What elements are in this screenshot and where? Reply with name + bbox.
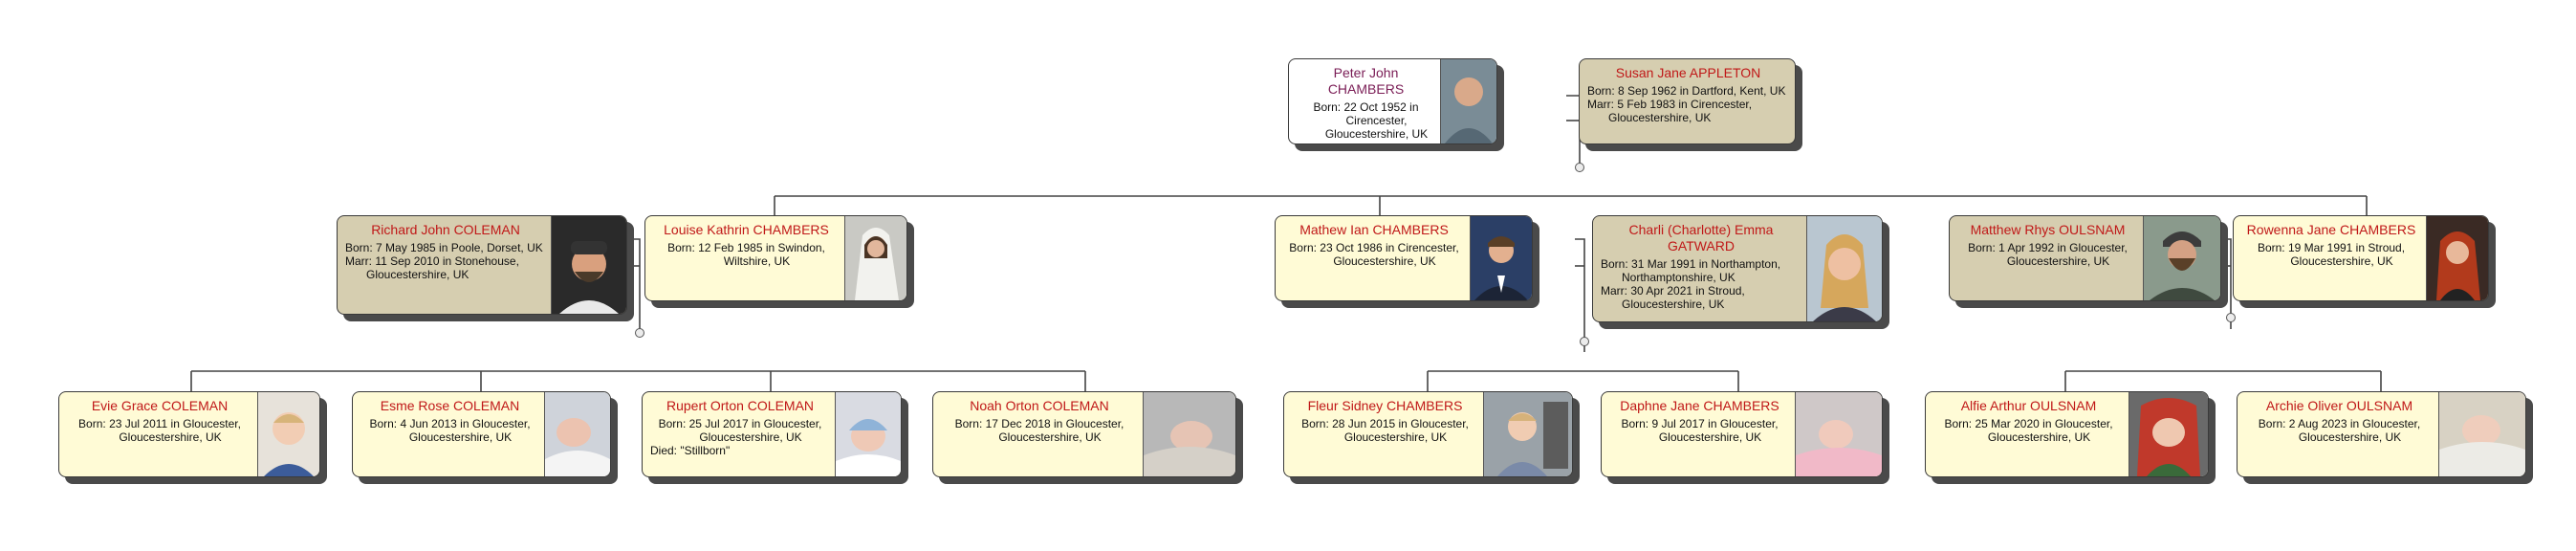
birth-info: Born: 17 Dec 2018 in Gloucester, Glouces…	[954, 417, 1124, 444]
newborn-photo	[544, 392, 610, 476]
birth-info: Born: 9 Jul 2017 in Gloucester, Gloucest…	[1621, 417, 1779, 444]
union-node	[2226, 313, 2236, 322]
birth-info: Born: 2 Aug 2023 in Gloucester, Gloucest…	[2258, 417, 2421, 444]
person-card-louise-kathrin-chambers[interactable]: Louise Kathrin CHAMBERS Born: 12 Feb 198…	[644, 215, 907, 301]
newborn-blanket-photo	[2438, 392, 2525, 476]
person-card-evie-grace-coleman[interactable]: Evie Grace COLEMAN Born: 23 Jul 2011 in …	[58, 391, 320, 477]
person-name: Evie Grace COLEMAN	[91, 398, 229, 413]
person-card-mathew-ian-chambers[interactable]: Mathew Ian CHAMBERS Born: 23 Oct 1986 in…	[1275, 215, 1533, 301]
birth-info: Born: 31 Mar 1991 in Northampton, Northa…	[1601, 257, 1781, 284]
bride-photo	[844, 216, 906, 300]
person-name: Rupert Orton COLEMAN	[666, 398, 815, 413]
man-suit-photo	[1470, 216, 1532, 300]
union-node	[1580, 337, 1589, 346]
person-name: Mathew Ian CHAMBERS	[1299, 222, 1449, 237]
person-name: Peter John CHAMBERS	[1327, 65, 1405, 97]
person-name: Esme Rose COLEMAN	[380, 398, 520, 413]
person-card-matthew-rhys-oulsnam[interactable]: Matthew Rhys OULSNAM Born: 1 Apr 1992 in…	[1949, 215, 2221, 301]
marriage-info: Marr: 30 Apr 2021 in Stroud, Gloucesters…	[1601, 284, 1745, 311]
person-card-archie-oliver-oulsnam[interactable]: Archie Oliver OULSNAM Born: 2 Aug 2023 i…	[2237, 391, 2526, 477]
death-info: Died: "Stillborn"	[650, 444, 731, 457]
person-name: Rowenna Jane CHAMBERS	[2246, 222, 2416, 237]
person-card-susan-jane-appleton[interactable]: Susan Jane APPLETON Born: 8 Sep 1962 in …	[1579, 58, 1796, 144]
person-name: Susan Jane APPLETON	[1615, 65, 1761, 80]
birth-info: Born: 7 May 1985 in Poole, Dorset, UK	[345, 241, 543, 254]
infant-pink-photo	[1795, 392, 1882, 476]
person-card-daphne-jane-chambers[interactable]: Daphne Jane CHAMBERS Born: 9 Jul 2017 in…	[1601, 391, 1883, 477]
birth-info: Born: 8 Sep 1962 in Dartford, Kent, UK	[1587, 84, 1786, 98]
birth-info: Born: 22 Oct 1952 in Cirencester, Glouce…	[1313, 100, 1429, 141]
person-name: Archie Oliver OULSNAM	[2265, 398, 2413, 413]
woman-portrait-photo	[1806, 216, 1882, 321]
person-card-esme-rose-coleman[interactable]: Esme Rose COLEMAN Born: 4 Jun 2013 in Gl…	[352, 391, 611, 477]
birth-info: Born: 19 Mar 1991 in Stroud, Gloucesters…	[2257, 241, 2406, 268]
person-card-alfie-arthur-oulsnam[interactable]: Alfie Arthur OULSNAM Born: 25 Mar 2020 i…	[1925, 391, 2209, 477]
red-hair-woman-photo	[2426, 216, 2488, 300]
person-card-noah-orton-coleman[interactable]: Noah Orton COLEMAN Born: 17 Dec 2018 in …	[932, 391, 1236, 477]
bearded-man-photo	[2143, 216, 2220, 300]
union-node	[1575, 163, 1584, 172]
person-name: Louise Kathrin CHAMBERS	[664, 222, 829, 237]
person-name: Matthew Rhys OULSNAM	[1970, 222, 2126, 237]
person-name: Richard John COLEMAN	[371, 222, 520, 237]
sleeping-baby-photo	[1143, 392, 1235, 476]
marriage-info: Marr: 5 Feb 1983 in Cirencester, Glouces…	[1587, 98, 1753, 124]
man-portrait-photo	[1440, 59, 1496, 143]
birth-info: Born: 23 Jul 2011 in Gloucester, Glouces…	[78, 417, 241, 444]
person-card-richard-john-coleman[interactable]: Richard John COLEMAN Born: 7 May 1985 in…	[337, 215, 627, 315]
person-name: Noah Orton COLEMAN	[970, 398, 1109, 413]
birth-info: Born: 1 Apr 1992 in Gloucester, Gloucest…	[1968, 241, 2128, 268]
person-name: Alfie Arthur OULSNAM	[1960, 398, 2097, 413]
birth-info: Born: 23 Oct 1986 in Cirencester, Glouce…	[1289, 241, 1459, 268]
birth-info: Born: 25 Jul 2017 in Gloucester, Glouces…	[658, 417, 822, 444]
birth-info: Born: 12 Feb 1985 in Swindon, Wiltshire,…	[667, 241, 825, 268]
person-card-peter-john-chambers[interactable]: Peter John CHAMBERS Born: 22 Oct 1952 in…	[1288, 58, 1497, 144]
toddler-photo	[257, 392, 319, 476]
person-card-charli-emma-gatward[interactable]: Charli (Charlotte) Emma GATWARD Born: 31…	[1592, 215, 1883, 322]
baby-car-seat-photo	[2128, 392, 2208, 476]
person-card-fleur-sidney-chambers[interactable]: Fleur Sidney CHAMBERS Born: 28 Jun 2015 …	[1283, 391, 1573, 477]
person-name: Charli (Charlotte) Emma GATWARD	[1628, 222, 1774, 253]
man-cap-photo	[551, 216, 626, 314]
birth-info: Born: 25 Mar 2020 in Gloucester, Glouces…	[1944, 417, 2113, 444]
child-photo	[1483, 392, 1572, 476]
person-name: Daphne Jane CHAMBERS	[1620, 398, 1779, 413]
person-card-rupert-orton-coleman[interactable]: Rupert Orton COLEMAN Born: 25 Jul 2017 i…	[642, 391, 902, 477]
baby-hat-photo	[835, 392, 901, 476]
birth-info: Born: 4 Jun 2013 in Gloucester, Gloucest…	[369, 417, 531, 444]
person-name: Fleur Sidney CHAMBERS	[1307, 398, 1463, 413]
union-node	[635, 328, 644, 338]
person-card-rowenna-jane-chambers[interactable]: Rowenna Jane CHAMBERS Born: 19 Mar 1991 …	[2233, 215, 2489, 301]
birth-info: Born: 28 Jun 2015 in Gloucester, Glouces…	[1301, 417, 1469, 444]
marriage-info: Marr: 11 Sep 2010 in Stonehouse, Glouces…	[345, 254, 519, 281]
